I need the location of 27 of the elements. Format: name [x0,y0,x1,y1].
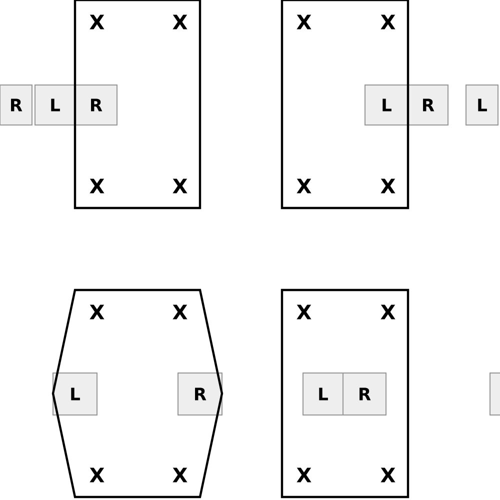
x-mark: X [380,14,396,30]
letter-box: R [178,372,222,416]
box-outline [490,372,500,416]
x-mark: X [172,304,188,320]
x-mark: X [90,468,104,482]
x-mark: X [90,14,104,30]
x-mark: X [90,178,104,194]
letter-box: R [74,84,118,126]
letter-box: L [302,372,344,416]
x-mark: X [380,468,396,482]
x-mark: X [380,178,396,194]
letter-box: L [364,84,408,126]
letter-box: R [0,84,32,126]
x-mark: X [296,304,312,320]
letter-box: R [408,84,448,126]
x-mark: X [380,304,396,320]
x-mark: X [172,14,188,30]
x-mark: X [296,178,312,194]
x-mark: X [172,178,188,194]
letter-box: L [34,84,76,126]
letter-box: L [52,372,98,416]
x-mark: X [90,304,104,320]
x-mark: X [172,468,188,482]
letter-box: R [342,372,386,416]
letter-box: L [466,84,498,126]
x-mark: X [296,468,312,482]
x-mark: X [296,14,312,30]
